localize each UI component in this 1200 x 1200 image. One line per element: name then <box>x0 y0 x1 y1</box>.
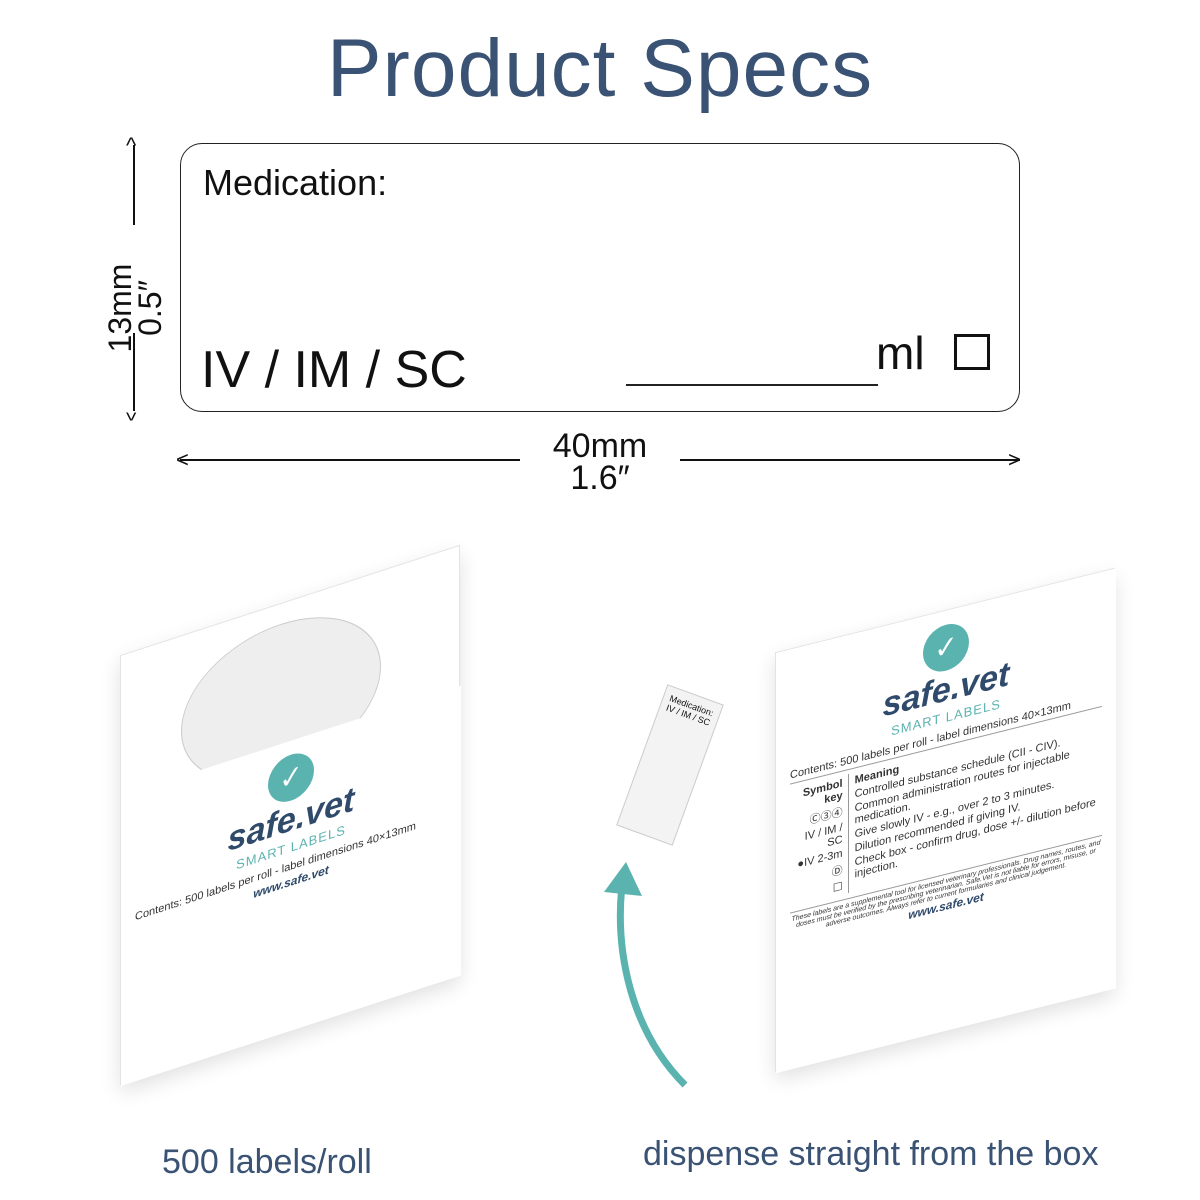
caption-right: dispense straight from the box <box>643 1135 1099 1173</box>
open-box: ✓ safe.vet SMART LABELS Contents: 500 la… <box>120 544 461 1086</box>
arrow-down-icon: ^ <box>126 400 137 425</box>
curved-arrow-icon <box>604 862 688 1088</box>
unit-text: ml <box>876 327 925 379</box>
dispensed-label-strip: Medication: IV / IM / SC <box>616 684 724 846</box>
arrow-left-icon: < <box>176 447 189 472</box>
height-dimension: ^ ^ <box>126 135 138 426</box>
width-in: 1.6″ <box>570 459 630 497</box>
checkbox-icon <box>954 334 990 370</box>
dispenser-box: ✓ safe.vet SMART LABELS Contents: 500 la… <box>775 567 1116 1074</box>
box-front-right: ✓ safe.vet SMART LABELS Contents: 500 la… <box>776 568 1116 1074</box>
arrow-right-icon: > <box>1008 447 1021 472</box>
dose-line <box>626 384 878 386</box>
label-diagram: Medication: IV / IM / SC ml <box>180 143 1020 412</box>
box-front: ✓ safe.vet SMART LABELS Contents: 500 la… <box>121 685 461 1086</box>
width-label: 40mm 1.6″ <box>500 427 700 497</box>
page-title: Product Specs <box>326 23 874 114</box>
width-mm: 40mm <box>552 427 648 465</box>
height-in: 0.5″ <box>132 280 168 336</box>
height-label: 13mm 0.5″ <box>102 233 168 383</box>
medication-label: Medication: <box>203 162 388 203</box>
height-mm: 13mm <box>102 263 138 353</box>
width-dimension: < > <box>176 447 1023 472</box>
arrow-up-icon: ^ <box>126 133 137 158</box>
caption-left: 500 labels/roll <box>162 1143 372 1181</box>
routes-text: IV / IM / SC <box>201 341 467 399</box>
